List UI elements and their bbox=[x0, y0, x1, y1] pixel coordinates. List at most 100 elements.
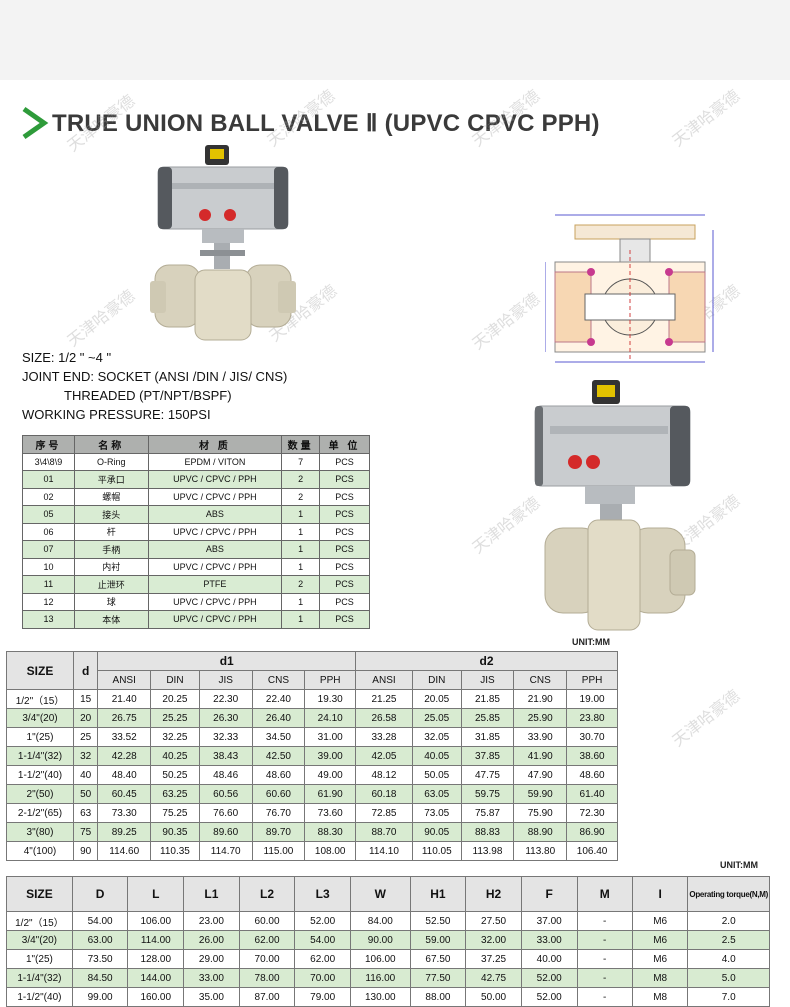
table-cell: PCS bbox=[319, 452, 370, 471]
dim-header-d2: d2 bbox=[355, 651, 618, 671]
table-cell: 25.85 bbox=[460, 708, 515, 728]
dim-header-row: SIZE d d1 d2 bbox=[6, 651, 618, 690]
table-cell: 50.25 bbox=[150, 765, 200, 785]
table-cell: 60.56 bbox=[198, 784, 253, 804]
table-cell: 内衬 bbox=[73, 557, 149, 576]
table-cell: 38.60 bbox=[566, 746, 618, 766]
watermark: 天津哈豪德 bbox=[468, 289, 544, 354]
table-cell: 19.00 bbox=[566, 689, 618, 709]
table-cell: 73.05 bbox=[411, 803, 462, 823]
table-cell: 21.40 bbox=[97, 689, 152, 709]
watermark: 天津哈豪德 bbox=[63, 286, 139, 351]
actuated-valve-photo bbox=[150, 145, 296, 341]
table-cell: 63.05 bbox=[411, 784, 462, 804]
table-cell: 79.00 bbox=[294, 987, 351, 1007]
table-cell: 4.0 bbox=[687, 949, 770, 969]
table-cell: 87.00 bbox=[238, 987, 296, 1007]
table-cell: PCS bbox=[319, 540, 370, 559]
table-cell: 20.25 bbox=[150, 689, 200, 709]
table-cell: 2 bbox=[281, 487, 321, 506]
table-cell: - bbox=[576, 930, 633, 950]
table-cell: 01 bbox=[22, 470, 75, 489]
table-cell: UPVC / CPVC / PPH bbox=[147, 592, 283, 611]
table-cell: 75.90 bbox=[513, 803, 568, 823]
table-cell: 11 bbox=[22, 575, 75, 594]
table-cell: 32.05 bbox=[411, 727, 462, 747]
table-cell: 75.87 bbox=[460, 803, 515, 823]
table-cell: 72.85 bbox=[355, 803, 413, 823]
dim-subheader: CNS bbox=[251, 670, 306, 690]
body-header: D bbox=[71, 876, 129, 912]
table-cell: 20.05 bbox=[411, 689, 462, 709]
table-cell: EPDM / VITON bbox=[147, 452, 283, 471]
table-cell: 110.05 bbox=[411, 841, 462, 861]
table-cell: 110.35 bbox=[150, 841, 200, 861]
table-cell: 29.00 bbox=[183, 949, 240, 969]
table-cell: 1"(25) bbox=[6, 949, 73, 969]
table-cell: 128.00 bbox=[127, 949, 185, 969]
table-cell: 42.05 bbox=[355, 746, 413, 766]
table-cell: 32 bbox=[72, 746, 99, 766]
body-header: L bbox=[127, 876, 185, 912]
table-cell: 63 bbox=[72, 803, 99, 823]
table-cell: 34.50 bbox=[251, 727, 306, 747]
table-cell: 88.70 bbox=[355, 822, 413, 842]
table-cell: 67.50 bbox=[409, 949, 467, 969]
table-cell: UPVC / CPVC / PPH bbox=[147, 522, 283, 541]
table-cell: 60.60 bbox=[251, 784, 306, 804]
table-cell: 88.83 bbox=[460, 822, 515, 842]
table-cell: 39.00 bbox=[304, 746, 357, 766]
table-cell: 52.00 bbox=[294, 911, 351, 931]
table-cell: 25.90 bbox=[513, 708, 568, 728]
body-header: H1 bbox=[409, 876, 467, 912]
table-cell: 22.40 bbox=[251, 689, 306, 709]
table-cell: 115.00 bbox=[251, 841, 306, 861]
dim-subheader: CNS bbox=[513, 670, 568, 690]
table-cell: 15 bbox=[72, 689, 99, 709]
table-cell: 3/4"(20) bbox=[6, 708, 74, 728]
table-cell: 40.05 bbox=[411, 746, 462, 766]
dim-subheader: PPH bbox=[566, 670, 618, 690]
table-cell: 88.30 bbox=[304, 822, 357, 842]
table-cell: 21.25 bbox=[355, 689, 413, 709]
table-cell: 41.90 bbox=[513, 746, 568, 766]
table-cell: PCS bbox=[319, 505, 370, 524]
top-band bbox=[0, 0, 790, 80]
table-cell: 21.90 bbox=[513, 689, 568, 709]
table-cell: 84.50 bbox=[71, 968, 129, 988]
table-cell: 5.0 bbox=[687, 968, 770, 988]
table-cell: 26.58 bbox=[355, 708, 413, 728]
table-cell: 73.30 bbox=[97, 803, 152, 823]
table-cell: O-Ring bbox=[73, 452, 149, 471]
table-cell: 40.00 bbox=[520, 949, 578, 969]
table-cell: 07 bbox=[22, 540, 75, 559]
table-cell: 63.00 bbox=[71, 930, 129, 950]
table-cell: 76.70 bbox=[251, 803, 306, 823]
table-cell: 33.00 bbox=[183, 968, 240, 988]
table-cell: 89.60 bbox=[198, 822, 253, 842]
table-cell: 平承口 bbox=[73, 470, 149, 489]
table-cell: 106.40 bbox=[566, 841, 618, 861]
table-cell: 22.30 bbox=[198, 689, 253, 709]
body-header: I bbox=[631, 876, 689, 912]
table-cell: 1 bbox=[281, 522, 321, 541]
table-cell: 73.60 bbox=[304, 803, 357, 823]
table-cell: ABS bbox=[147, 505, 283, 524]
table-cell: 杆 bbox=[73, 522, 149, 541]
body-header: H2 bbox=[465, 876, 522, 912]
table-cell: 1 bbox=[281, 592, 321, 611]
table-cell: 88.90 bbox=[513, 822, 568, 842]
table-cell: 23.80 bbox=[566, 708, 618, 728]
table-cell: 25 bbox=[72, 727, 99, 747]
dim-header-d: d bbox=[72, 651, 99, 690]
table-cell: 54.00 bbox=[294, 930, 351, 950]
dim-subheader: ANSI bbox=[355, 670, 413, 690]
